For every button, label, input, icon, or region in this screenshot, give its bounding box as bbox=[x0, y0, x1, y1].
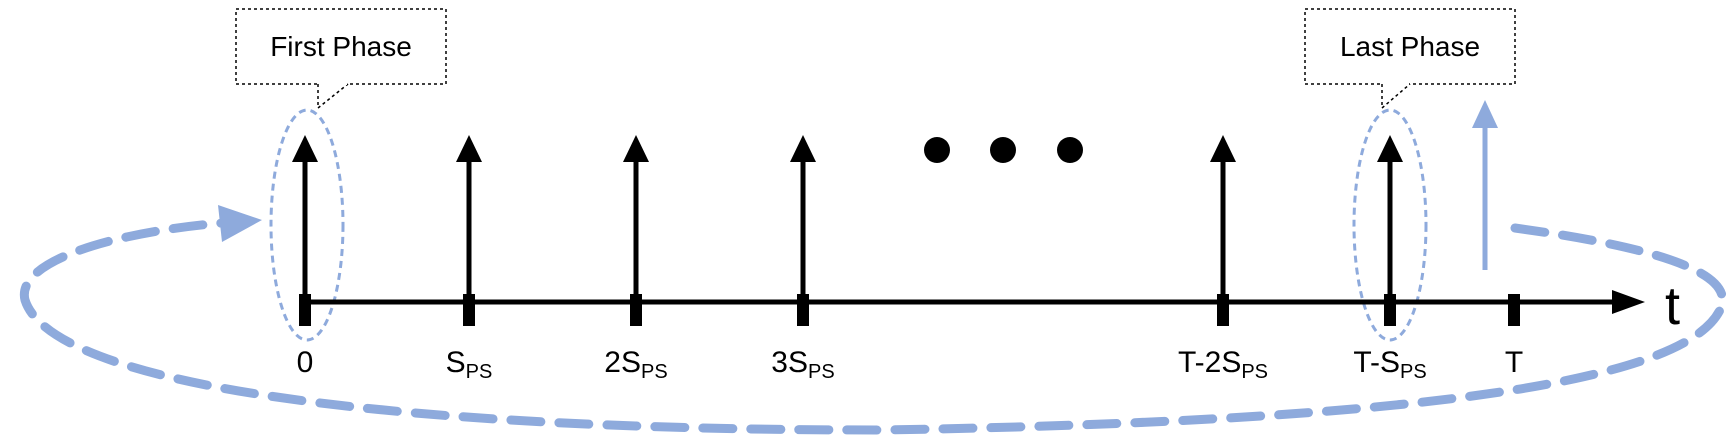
time-axis-arrow-icon bbox=[1612, 290, 1645, 314]
tick-label-t: T bbox=[1505, 346, 1523, 379]
cycle-loop-path bbox=[19, 217, 1727, 435]
impulse-arrows bbox=[292, 135, 1403, 300]
last-phase-highlight bbox=[1352, 108, 1428, 342]
impulse-arrow-head-t-2sps bbox=[1210, 135, 1236, 162]
impulse-arrow-head-2sps bbox=[623, 135, 649, 162]
time-axis-label: t bbox=[1665, 276, 1680, 336]
impulse-arrow-head-0 bbox=[292, 135, 318, 162]
tick-label-3sps: 3SPS bbox=[771, 346, 834, 383]
ellipsis-dots bbox=[924, 137, 1083, 163]
last-phase-label: Last Phase bbox=[1340, 31, 1480, 62]
first-phase-label: First Phase bbox=[270, 31, 412, 62]
cycle-loop-arrow-icon bbox=[218, 205, 262, 242]
tick-label-sps: SPS bbox=[446, 346, 493, 383]
first-phase-callout-box bbox=[235, 8, 447, 85]
last-phase-callout-pointer bbox=[1381, 83, 1411, 110]
tick-label-t-2sps: T-2SPS bbox=[1178, 346, 1268, 383]
first-phase-highlight bbox=[269, 108, 345, 342]
impulse-arrow-head-3sps bbox=[790, 135, 816, 162]
impulse-arrow-head-sps bbox=[456, 135, 482, 162]
tick-label-0: 0 bbox=[297, 346, 314, 379]
tick-label-t-sps: T-SPS bbox=[1353, 346, 1426, 383]
next-cycle-arrow-head-icon bbox=[1472, 100, 1498, 128]
impulse-arrow-head-t-sps bbox=[1377, 135, 1403, 162]
first-phase-callout-pointer bbox=[317, 83, 349, 110]
tick-label-2sps: 2SPS bbox=[604, 346, 667, 383]
tick-marks bbox=[299, 294, 1520, 326]
last-phase-callout-box bbox=[1304, 8, 1516, 85]
